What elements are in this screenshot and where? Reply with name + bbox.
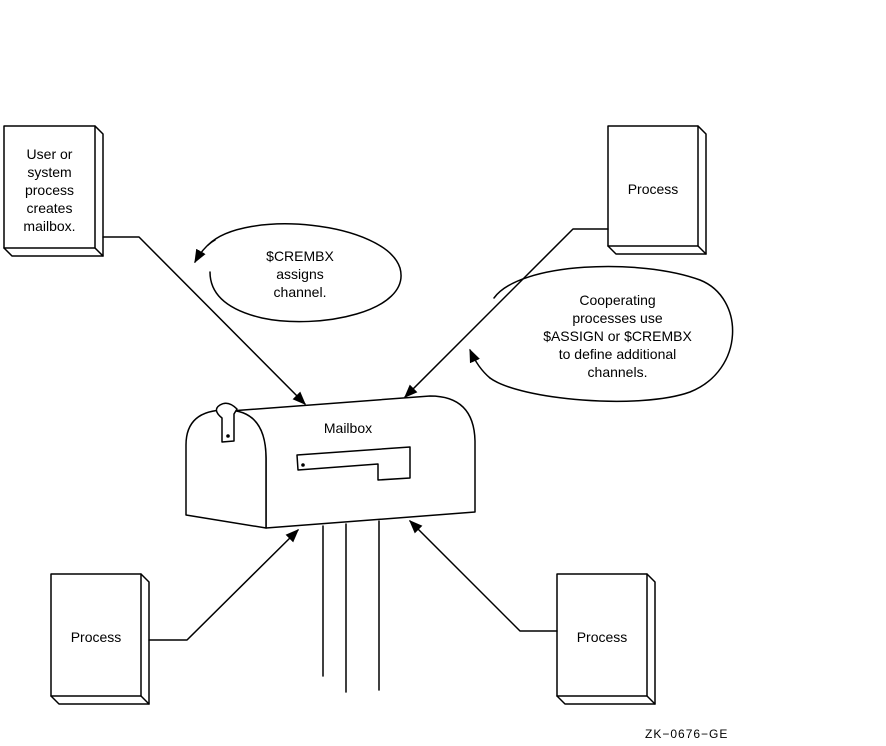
bottom-right-process-label: Process [576, 629, 628, 645]
cooperating-bubble [469, 265, 734, 403]
top-right-process-box [607, 125, 707, 255]
mailbox-flag [215, 402, 238, 443]
bottom-right-process-box [556, 573, 656, 705]
cooperating-bubble-text: Cooperating processes use $ASSIGN or $CR… [543, 292, 692, 380]
creator-process-box [3, 125, 104, 257]
bottom-left-process-label: Process [70, 629, 122, 645]
top-right-process-label: Process [627, 181, 679, 197]
figure-id: ZK−0676−GE [645, 727, 729, 741]
mailbox-label: Mailbox [323, 420, 373, 436]
creator-process-label: User or system process creates mailbox. [23, 146, 76, 234]
top-right-to-mailbox-arrow [404, 228, 609, 398]
mailbox-body [185, 395, 476, 529]
mailbox-post [322, 520, 380, 693]
bottom-right-to-mailbox-arrow [409, 520, 558, 632]
bottom-left-to-mailbox-arrow [148, 529, 299, 641]
bottom-left-process-box [50, 573, 150, 705]
crembx-bubble [194, 223, 402, 323]
crembx-bubble-text: $CREMBX assigns channel. [266, 248, 334, 300]
creator-to-mailbox-arrow [102, 236, 306, 405]
